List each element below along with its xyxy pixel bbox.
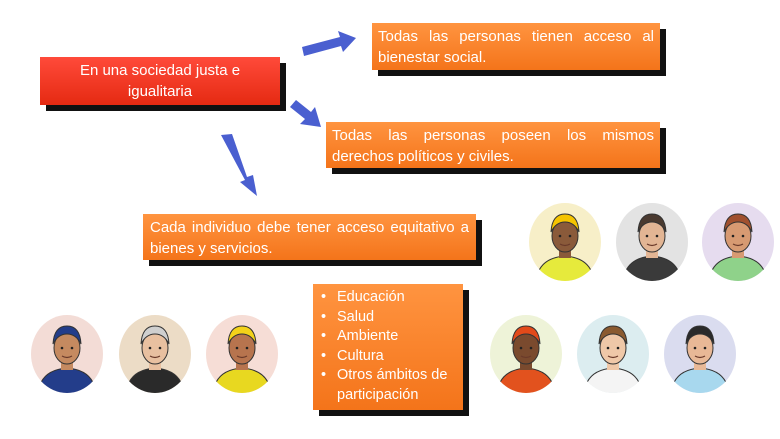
avatar-judge bbox=[118, 314, 192, 394]
area-item: Educación bbox=[317, 288, 459, 308]
main-statement-box: En una sociedad justa e igualitaria bbox=[40, 57, 280, 105]
consequence-box-derechos: Todas las personas poseen los mismos der… bbox=[326, 122, 660, 168]
consequence-box-bienestar: Todas las personas tienen acceso al bien… bbox=[372, 23, 660, 70]
arrow-to-derechos bbox=[290, 100, 321, 127]
avatar-doctor bbox=[576, 314, 650, 394]
main-statement-text: En una sociedad justa e igualitaria bbox=[79, 62, 241, 100]
areas-list-box: Educación Salud Ambiente Cultura Otros á… bbox=[313, 284, 463, 410]
avatar-firefighter bbox=[205, 314, 279, 394]
avatar-politician bbox=[615, 202, 689, 282]
arrow-to-bienestar bbox=[302, 31, 356, 56]
consequence-text: Cada individuo debe tener acceso equitat… bbox=[150, 219, 469, 257]
avatar-police-officer bbox=[30, 314, 104, 394]
avatar-nurse bbox=[663, 314, 737, 394]
arrow-to-acceso bbox=[221, 134, 257, 196]
avatar-teacher bbox=[701, 202, 775, 282]
area-item: Otros ámbitos de participación bbox=[317, 366, 459, 405]
area-item: Salud bbox=[317, 308, 459, 328]
avatar-construction-worker bbox=[528, 202, 602, 282]
area-item: Cultura bbox=[317, 347, 459, 367]
consequence-text: Todas las personas tienen acceso al bien… bbox=[378, 28, 654, 66]
avatar-street-sweeper bbox=[489, 314, 563, 394]
consequence-text: Todas las personas poseen los mismos der… bbox=[332, 127, 654, 165]
consequence-box-acceso: Cada individuo debe tener acceso equitat… bbox=[143, 214, 476, 260]
area-item: Ambiente bbox=[317, 327, 459, 347]
